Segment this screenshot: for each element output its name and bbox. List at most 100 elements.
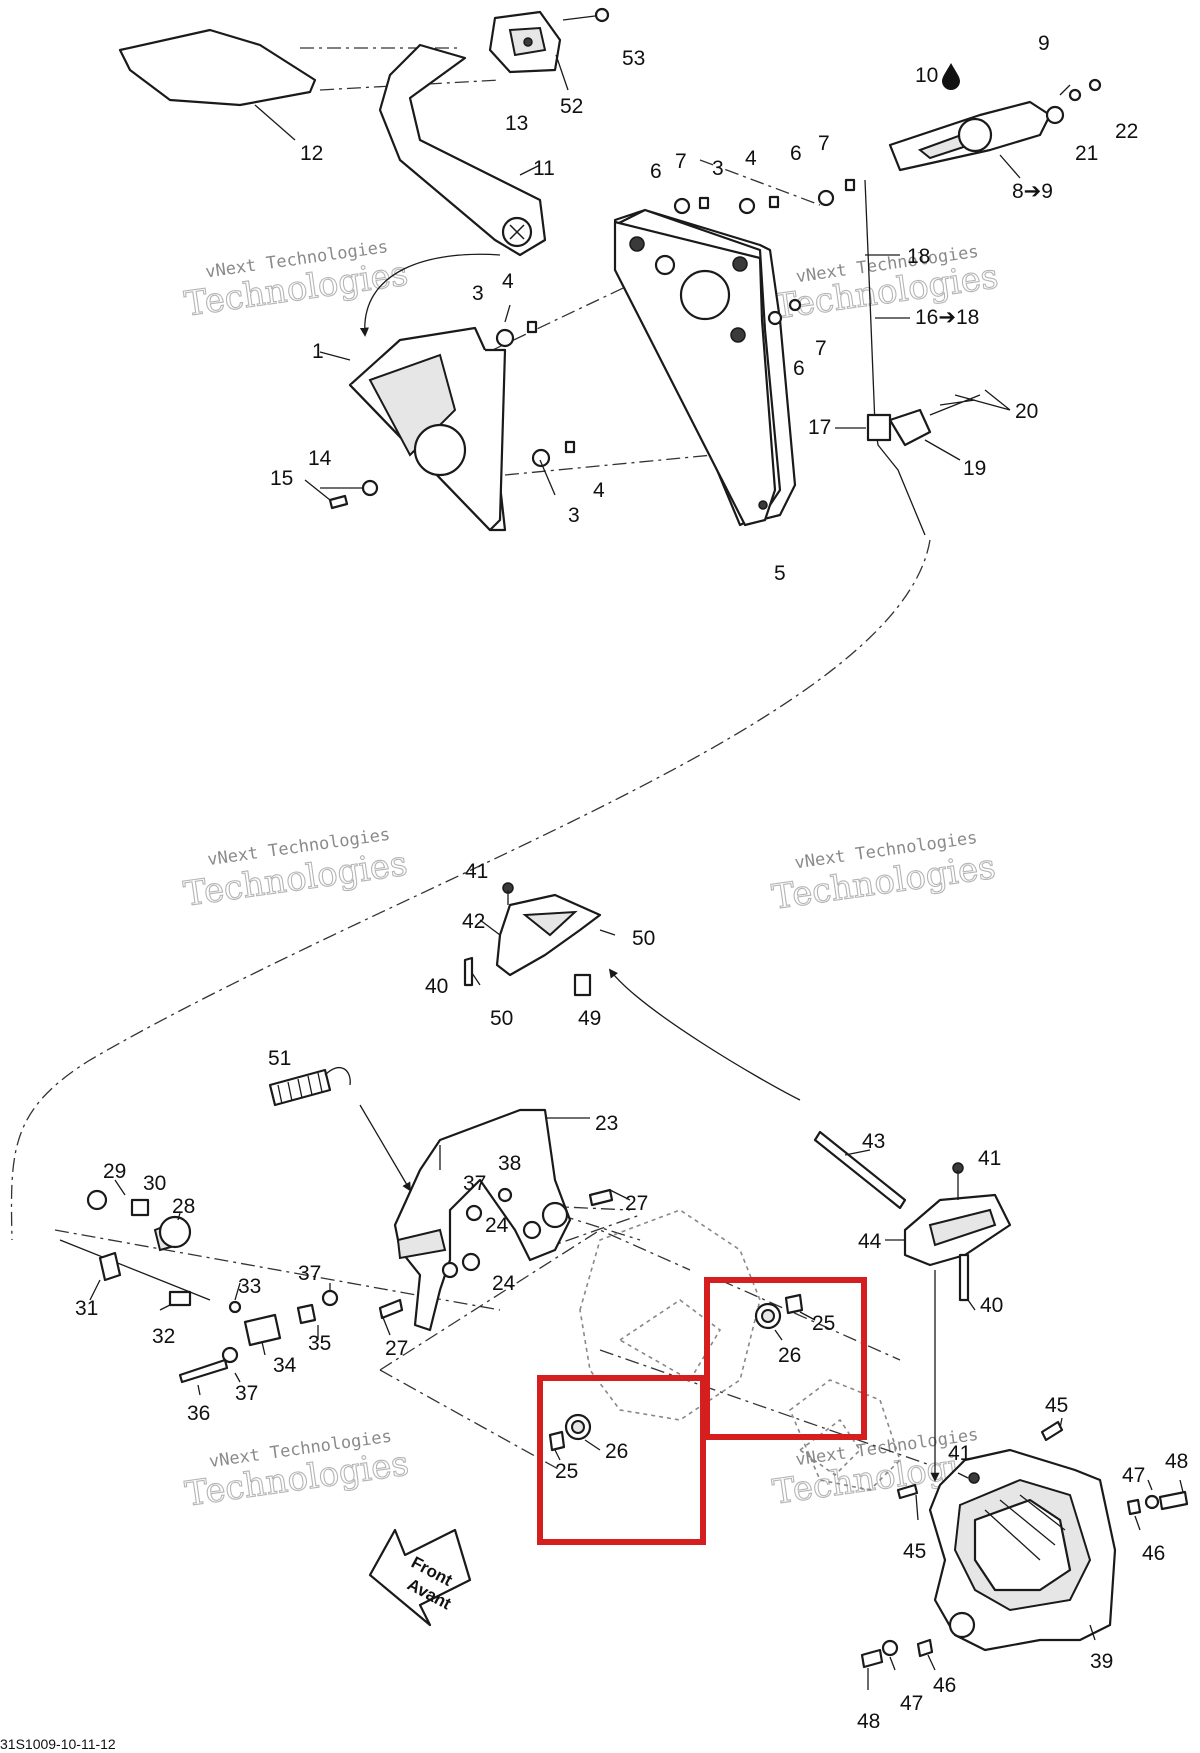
callout-37: 37: [235, 1382, 258, 1405]
part-23-pedal: [393, 1108, 590, 1332]
callout-3: 3: [568, 504, 580, 527]
part-8-lever: [888, 78, 1102, 179]
callout-16: 16➔18: [915, 306, 979, 329]
callout-42: 42: [462, 910, 485, 933]
callout-13: 13: [505, 112, 528, 135]
part-51-spring: [268, 1066, 411, 1192]
callout-4: 4: [745, 147, 757, 170]
callout-48: 48: [1165, 1450, 1188, 1473]
callout-48: 48: [857, 1710, 880, 1733]
callout-23: 23: [595, 1112, 618, 1135]
callout-25: 25: [812, 1312, 835, 1335]
watermark-mid-left: vNext Technologies Technologies: [181, 825, 411, 915]
callout-4: 4: [502, 270, 514, 293]
pedal-hardware: [378, 1187, 631, 1336]
callout-12: 12: [300, 142, 323, 165]
dashed-lower-frame-2: [539, 1214, 901, 1361]
callout-26: 26: [605, 1440, 628, 1463]
callout-27: 27: [625, 1192, 648, 1215]
callout-50: 50: [490, 1007, 513, 1030]
part-42-bracket: [463, 882, 801, 1101]
callout-53: 53: [622, 47, 645, 70]
ghost-housing: [579, 1209, 901, 1491]
highlight-box-lower: [537, 1375, 706, 1545]
callout-35: 35: [308, 1332, 331, 1355]
callout-46: 46: [933, 1674, 956, 1697]
callout-46: 46: [1142, 1542, 1165, 1565]
callout-31: 31: [75, 1297, 98, 1320]
watermark-top-left: vNext Technologies Technologies: [181, 237, 411, 325]
part-43-rod: [813, 1130, 907, 1210]
callout-6: 6: [790, 142, 802, 165]
callout-1: 1: [312, 340, 324, 363]
callout-52: 52: [560, 95, 583, 118]
part-19-plate: [888, 389, 1011, 461]
callout-11: 11: [533, 157, 555, 180]
callout-26: 26: [778, 1344, 801, 1367]
watermark-mid-right: vNext Technologies Technologies: [769, 828, 999, 918]
callout-8: 8➔9: [1012, 180, 1053, 203]
drawing-reference-code: 31S1009-10-11-12: [0, 1736, 116, 1752]
watermark-low-left: vNext Technologies Technologies: [182, 1427, 412, 1516]
callout-21: 21: [1075, 142, 1098, 165]
shaft-assembly-left: [59, 1179, 339, 1396]
callout-17: 17: [808, 416, 831, 439]
callout-37: 37: [463, 1172, 486, 1195]
callout-33: 33: [238, 1275, 261, 1298]
part-5-main-plate: [613, 208, 797, 527]
callout-47: 47: [900, 1692, 923, 1715]
callout-47: 47: [1122, 1464, 1145, 1487]
callout-7: 7: [815, 337, 827, 360]
hardware-upper-washers: [304, 178, 856, 510]
highlight-box-upper: [704, 1277, 867, 1440]
callout-29: 29: [103, 1160, 126, 1183]
dashed-shaft-line: [54, 1229, 501, 1311]
callout-39: 39: [1090, 1650, 1113, 1673]
part-52-bracket: [488, 7, 610, 91]
part-26-upper-bushing: [754, 1293, 816, 1341]
callout-32: 32: [152, 1325, 175, 1348]
callout-18: 18: [907, 245, 930, 268]
callout-41: 41: [978, 1147, 1001, 1170]
callout-24: 24: [492, 1272, 516, 1295]
part-16-cable: [835, 179, 926, 536]
callout-19: 19: [963, 457, 986, 480]
callout-7: 7: [818, 132, 830, 155]
part-12-flap: [118, 28, 317, 141]
callout-4: 4: [593, 479, 605, 502]
callout-6: 6: [650, 160, 662, 183]
callout-24: 24: [485, 1214, 509, 1237]
part-11-arm: [359, 43, 547, 337]
callout-41: 41: [465, 860, 488, 883]
dashed-lower-frame: [379, 1204, 931, 1471]
dashed-mount-line-2: [699, 159, 821, 206]
callout-labels: 1 3 3 3 4 4 4 5 6 6 6 7 7 7 8➔9 9 10 11 …: [75, 32, 1188, 1733]
callout-20: 20: [1015, 400, 1038, 423]
callout-50: 50: [632, 927, 655, 950]
callout-3: 3: [472, 282, 484, 305]
callout-51: 51: [268, 1047, 291, 1070]
callout-36: 36: [187, 1402, 210, 1425]
callout-15: 15: [270, 467, 293, 490]
callout-28: 28: [172, 1195, 195, 1218]
part-44-bracket: [885, 1162, 1012, 1480]
callout-41: 41: [948, 1442, 971, 1465]
callout-10: 10: [915, 64, 938, 87]
front-direction-arrow: Front Avant: [368, 1528, 472, 1627]
callout-38: 38: [498, 1152, 521, 1175]
callout-9: 9: [1038, 32, 1050, 55]
callout-40: 40: [980, 1294, 1003, 1317]
callout-40: 40: [425, 975, 448, 998]
callout-27: 27: [385, 1337, 408, 1360]
callout-45: 45: [903, 1540, 926, 1563]
callout-25: 25: [555, 1460, 578, 1483]
callout-34: 34: [273, 1354, 297, 1377]
part-26-lower-bushing: [548, 1413, 601, 1461]
callout-49: 49: [578, 1007, 601, 1030]
part-1-shield: [319, 326, 507, 532]
part-39-housing: [928, 1448, 1117, 1652]
callout-7: 7: [675, 150, 687, 173]
callout-30: 30: [143, 1172, 166, 1195]
callout-6: 6: [793, 357, 805, 380]
callout-3: 3: [712, 157, 724, 180]
